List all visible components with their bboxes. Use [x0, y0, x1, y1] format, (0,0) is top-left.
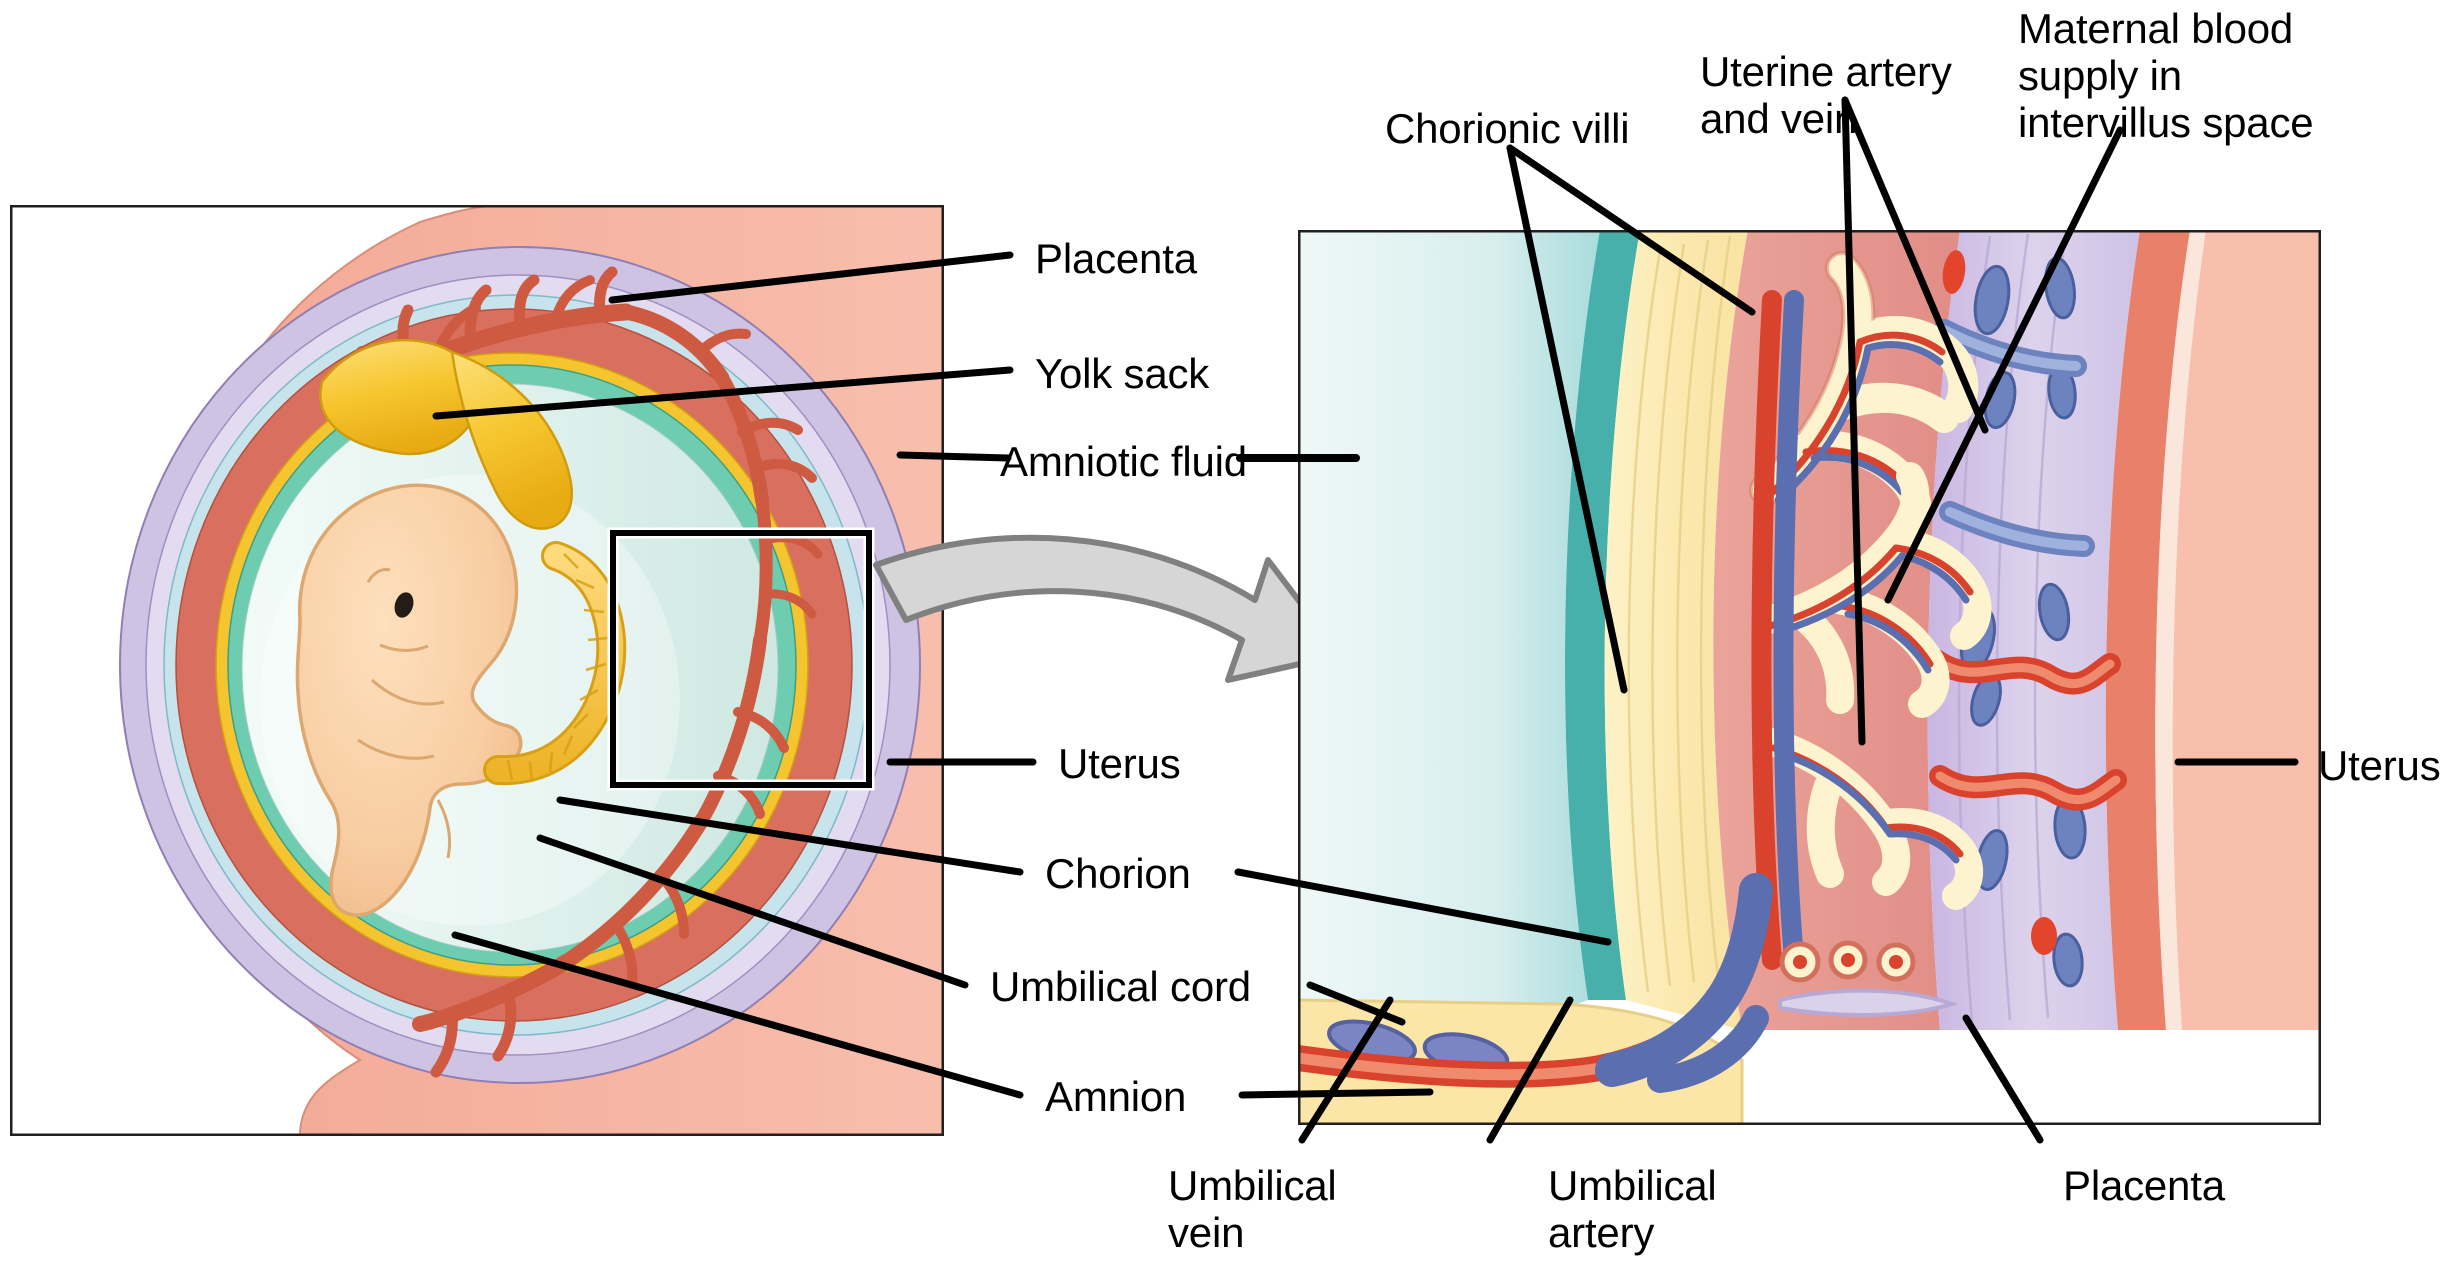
decidual-band	[1778, 988, 1959, 1018]
label-uterus-right: Uterus	[2318, 742, 2441, 789]
uterus-outer-right	[2172, 230, 2321, 1030]
label-umbilical-vein: Umbilical vein	[1168, 1162, 1337, 1257]
leader-chorionic-villi-b	[1506, 144, 1628, 694]
yolk-stalk	[450, 350, 573, 530]
leader-placenta-right	[1962, 1014, 2044, 1144]
label-placenta: Placenta	[1035, 235, 1197, 282]
label-uterine-artery-and-vein: Uterine artery and vein	[1700, 48, 1952, 143]
leader-umbilical-artery	[1486, 996, 1574, 1144]
magnifier-inset-box[interactable]	[607, 527, 875, 791]
leader-maternal-blood	[1884, 126, 2124, 604]
leader-amnion-left	[451, 931, 1024, 1099]
label-placenta-right: Placenta	[2063, 1162, 2225, 1209]
label-umbilical-cord: Umbilical cord	[990, 963, 1251, 1010]
leader-amniotic-fluid-left	[896, 451, 1012, 462]
left-panel-artwork	[10, 205, 944, 1136]
leader-placenta	[608, 251, 1014, 304]
chorionic-villi-lower	[1758, 728, 1984, 910]
uterine-inner-band	[2105, 230, 2190, 1030]
magnify-arrow	[873, 534, 1343, 683]
leader-umbilical-cord-right	[1306, 981, 1406, 1026]
label-amniotic-fluid: Amniotic fluid	[1000, 438, 1247, 485]
villus-cross-sections	[1779, 940, 1916, 983]
leader-chorionic-villi-a	[1506, 144, 1756, 316]
membrane-rings	[119, 246, 921, 1084]
villus-stem-vessels	[1751, 290, 1804, 970]
right-panel-artwork	[1298, 230, 2321, 1125]
uterine-wall-lavender	[1927, 230, 2140, 1030]
leader-umbilical-cord-left	[536, 834, 969, 989]
label-amnion: Amnion	[1045, 1073, 1187, 1120]
leader-yolk-sack	[432, 366, 1014, 420]
uterine-veins	[1933, 256, 2095, 988]
amnion-layer	[1565, 230, 1640, 1000]
label-yolk-sack: Yolk sack	[1035, 350, 1210, 397]
chorionic-villi-middle	[1754, 462, 1992, 718]
leader-chorion-right	[1234, 868, 1612, 946]
label-umbilical-artery: Umbilical artery	[1548, 1162, 1717, 1257]
uterine-highlight-stripe	[2155, 230, 2206, 1030]
leader-umbilical-vein	[1298, 996, 1394, 1144]
label-chorionic-villi: Chorionic villi	[1385, 105, 1630, 152]
leader-uterine-vessels-b	[1841, 96, 1866, 746]
uterine-arteries	[1925, 250, 2127, 955]
label-maternal-blood-supply: Maternal blood supply in intervillus spa…	[2018, 5, 2314, 147]
leader-lines	[432, 96, 2299, 1144]
leader-amnion-right	[1238, 1088, 1434, 1099]
label-uterus-left: Uterus	[1058, 740, 1181, 787]
leader-chorion-left	[556, 796, 1024, 876]
leader-uterine-vessels-a	[1841, 96, 1989, 434]
label-chorion: Chorion	[1045, 850, 1191, 897]
amniotic-fluid-space	[1298, 230, 1600, 1060]
